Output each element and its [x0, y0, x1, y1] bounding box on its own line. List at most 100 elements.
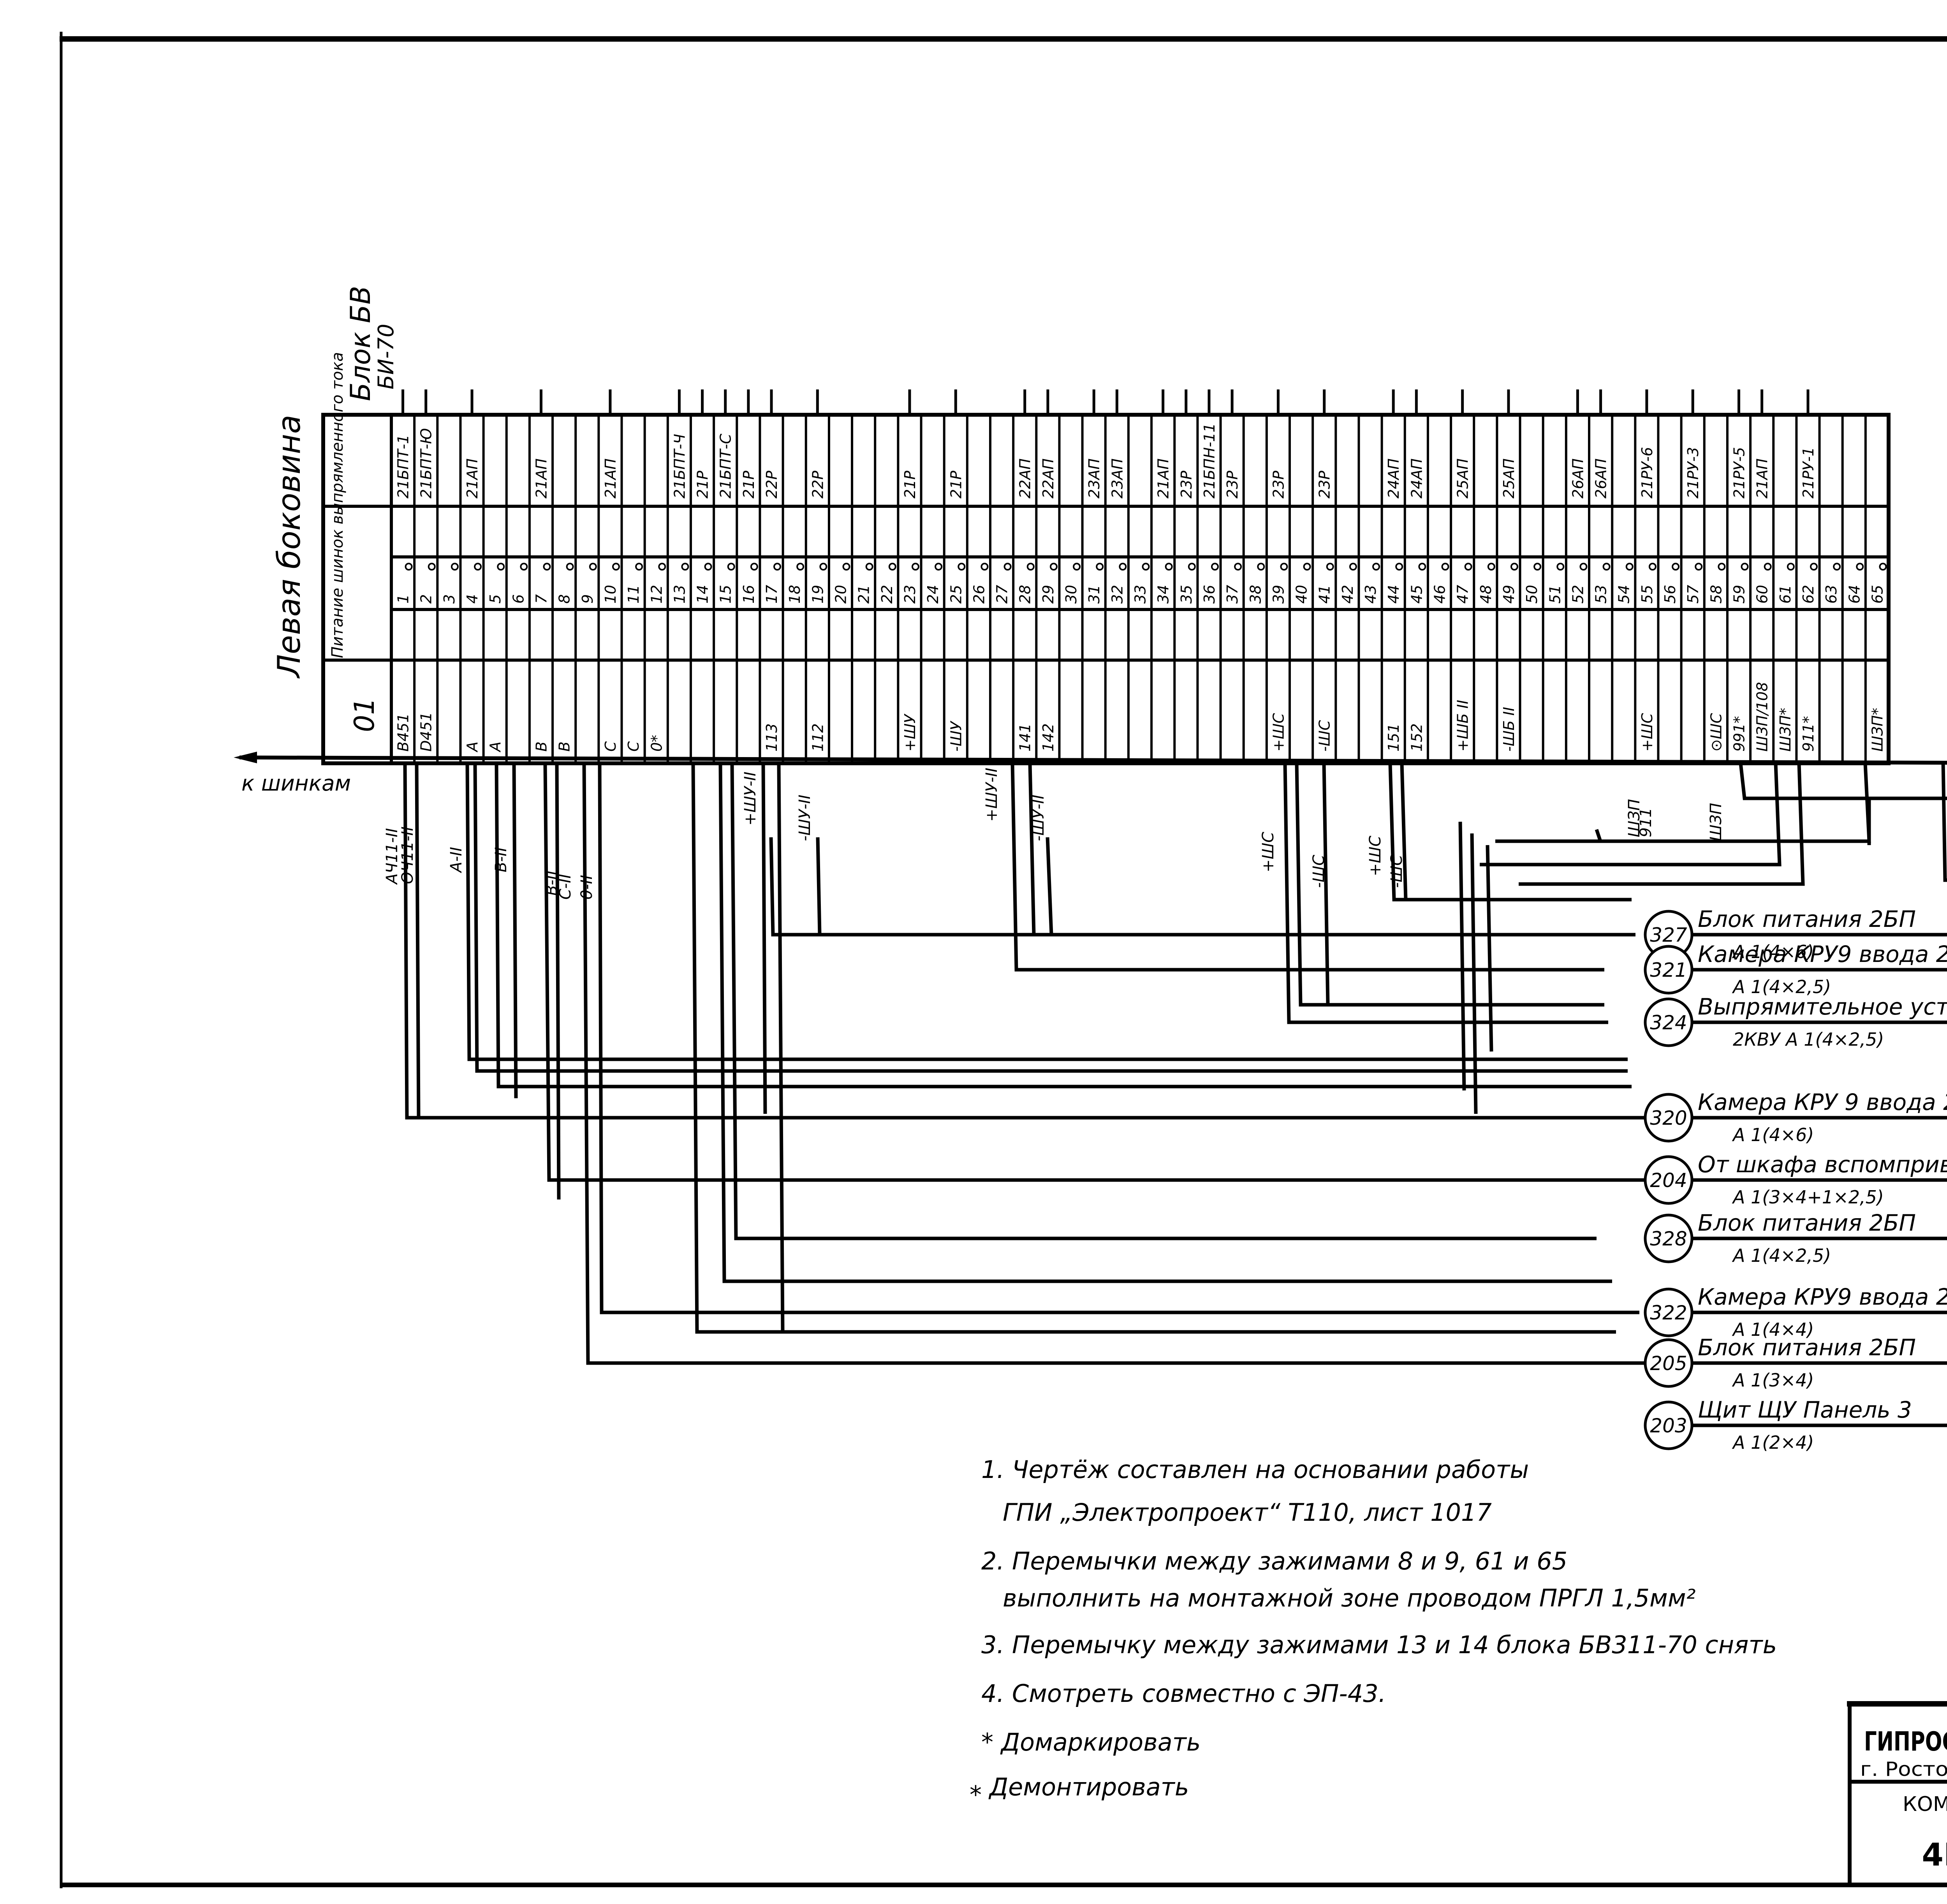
- terminal-number: 58: [1708, 585, 1725, 604]
- terminal-top-mark: 23Р: [1224, 471, 1241, 498]
- terminal-screw-icon: [1695, 563, 1703, 571]
- terminal-screw-icon: [1049, 563, 1058, 571]
- terminal-bottom-mark: C: [625, 741, 642, 752]
- terminal-bottom-mark: ⊙ШС: [1708, 713, 1725, 752]
- wire-label: A-II: [447, 847, 465, 874]
- terminal-column: 54: [1611, 415, 1634, 763]
- terminal-screw-icon: [1556, 563, 1565, 571]
- wire-label: ОЧ11-II: [399, 826, 417, 884]
- terminal-screw-icon: [681, 563, 689, 571]
- terminal-screw-icon: [1672, 563, 1680, 571]
- terminal-screw-icon: [1303, 563, 1311, 571]
- terminal-number: 13: [671, 585, 688, 604]
- wire-label: ШЗП: [1625, 799, 1643, 838]
- terminal-top-mark: 21АП: [533, 458, 550, 498]
- terminal-column: 64: [1841, 415, 1864, 763]
- cable-destination: Выпрямительное устройство: [1698, 993, 1947, 1020]
- terminal-number: 26: [970, 585, 988, 604]
- org-name: ГИПРОСТРОЙДОРМАШ: [1864, 1726, 1947, 1757]
- city-year: г. Ростов-на-Дону 1976г: [1860, 1758, 1947, 1781]
- terminal-number: 52: [1569, 585, 1586, 604]
- terminal-number: 61: [1777, 585, 1794, 604]
- terminal-number: 20: [833, 585, 850, 604]
- terminal-column: 46: [1426, 415, 1449, 763]
- terminal-screw-icon: [1257, 563, 1265, 571]
- terminal-column: 33: [1127, 415, 1150, 763]
- terminal-bottom-mark: A: [487, 742, 504, 753]
- terminal-bottom-mark: A: [464, 742, 481, 753]
- terminal-top-mark: 26АП: [1593, 458, 1610, 498]
- terminal-bottom-mark: ШЗП*: [1869, 708, 1886, 752]
- terminal-top-mark: 23АП: [1086, 458, 1103, 498]
- terminal-column: 38: [1242, 415, 1265, 763]
- terminal-top-mark: 21БПТ-Ч: [671, 434, 688, 498]
- terminal-top-mark: 23АП: [1109, 458, 1126, 498]
- terminal-screw-icon: [1648, 563, 1657, 571]
- terminal-screw-icon: [1026, 563, 1035, 571]
- cable-number: 320: [1650, 1107, 1687, 1129]
- terminal-column: 56: [1657, 415, 1680, 763]
- wire-label: -ШУ-II: [1030, 794, 1047, 841]
- cable-number: 204: [1650, 1169, 1687, 1192]
- terminal-screw-icon: [451, 563, 459, 571]
- cable-number: 203: [1650, 1414, 1687, 1437]
- terminal-screw-icon: [1602, 563, 1611, 571]
- terminal-number: 22: [878, 585, 896, 604]
- terminal-number: 2: [418, 594, 435, 604]
- terminal-screw-icon: [520, 563, 528, 571]
- terminal-screw-icon: [1833, 563, 1841, 571]
- terminal-number: 48: [1477, 585, 1495, 604]
- terminal-bottom-mark: -ШУ: [947, 720, 965, 752]
- terminal-number: 3: [441, 594, 458, 604]
- block-bv-label: Блок БВ: [345, 286, 377, 401]
- terminal-column: 120*: [643, 415, 666, 763]
- terminal-number: 27: [994, 585, 1011, 604]
- terminal-number: 57: [1685, 585, 1702, 604]
- terminal-bottom-mark: ШЗП/108: [1754, 682, 1771, 752]
- terminal-bottom-mark: +ШС: [1270, 713, 1287, 752]
- terminal-number: 38: [1247, 585, 1264, 604]
- terminal-screw-icon: [1625, 563, 1634, 571]
- terminal-screw-icon: [1579, 563, 1588, 571]
- terminal-screw-icon: [474, 563, 482, 571]
- cable-spec: А 1(4×2,5): [1732, 976, 1831, 997]
- terminal-column: 6: [505, 415, 528, 763]
- wire-label: -ШУ-II: [796, 794, 814, 841]
- terminal-top-mark: 21БПТ-1: [395, 435, 412, 498]
- terminal-screw-icon: [1372, 563, 1380, 571]
- cable-spec: А 1(4×6): [1732, 1124, 1814, 1145]
- terminal-number: 50: [1523, 585, 1540, 604]
- terminal-number: 33: [1132, 585, 1149, 604]
- to-buses-label: к шинкам: [241, 771, 351, 796]
- terminal-number: 16: [740, 585, 757, 604]
- terminal-number: 53: [1593, 585, 1610, 604]
- terminal-number: 54: [1616, 585, 1633, 604]
- terminal-top-mark: 22АП: [1017, 458, 1034, 498]
- cable-destination: От шкафа вспомприводов: [1698, 1151, 1947, 1178]
- terminal-number: 31: [1086, 585, 1103, 604]
- terminal-top-mark: 25АП: [1500, 458, 1517, 498]
- cable-destination: Камера КРУ9 ввода 2: [1698, 1284, 1947, 1310]
- terminal-column: 13 21БПТ-Ч: [666, 389, 689, 763]
- terminal-screw-icon: [1464, 563, 1472, 571]
- terminal-screw-icon: [1165, 563, 1173, 571]
- terminal-number: 55: [1639, 585, 1656, 604]
- terminal-screw-icon: [1533, 563, 1542, 571]
- terminal-top-mark: 22Р: [809, 471, 826, 498]
